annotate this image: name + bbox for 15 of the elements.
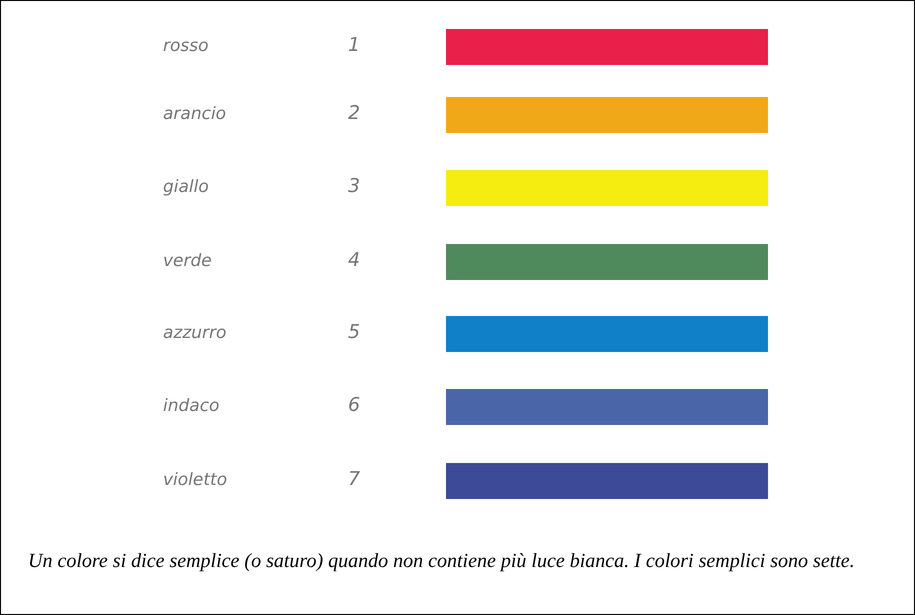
- row-number: 2: [348, 102, 360, 124]
- row-number: 3: [348, 175, 360, 197]
- color-name: giallo: [163, 177, 209, 197]
- color-name: rosso: [163, 36, 209, 56]
- row-number: 6: [348, 394, 360, 416]
- color-name: indaco: [163, 396, 220, 416]
- row-number: 1: [348, 34, 360, 56]
- color-name: arancio: [163, 104, 226, 124]
- color-name: azzurro: [163, 323, 226, 343]
- caption: Un colore si dice semplice (o saturo) quando non contiene più luce bianca. I colori semplici sono sette.: [28, 549, 856, 574]
- color-name: verde: [163, 251, 212, 271]
- color-name: violetto: [163, 470, 228, 490]
- row-number: 7: [348, 468, 360, 490]
- row-number: 4: [348, 249, 360, 271]
- row-number: 5: [348, 321, 360, 343]
